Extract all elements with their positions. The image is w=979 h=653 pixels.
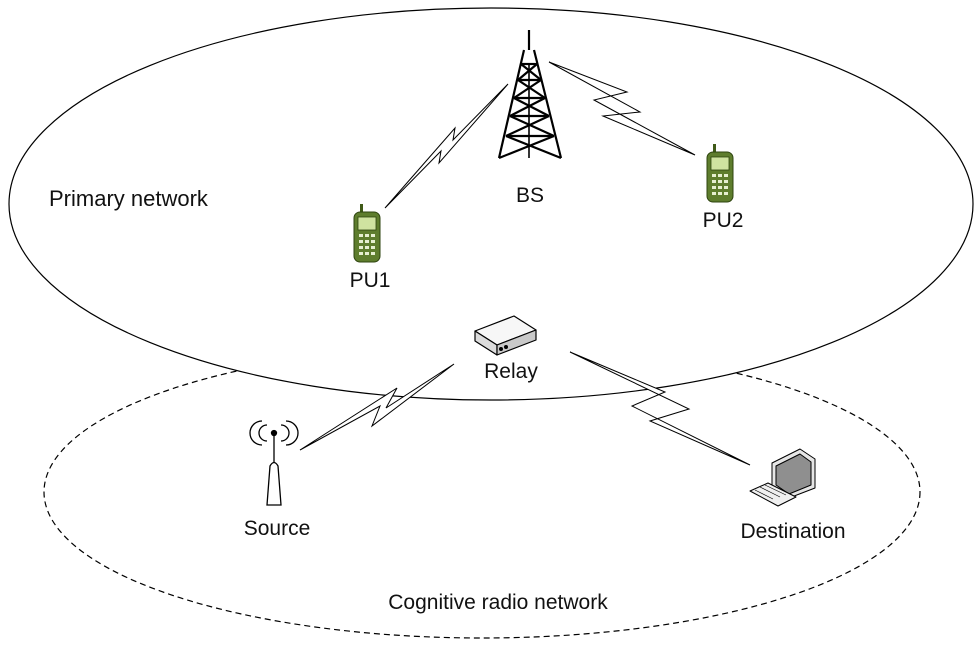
router-icon <box>474 315 537 356</box>
primary-network-label: Primary network <box>49 186 209 211</box>
phone-icon <box>353 204 381 263</box>
link-relay-destination <box>569 351 751 466</box>
bs-label: BS <box>516 184 544 207</box>
phone-icon <box>706 144 734 203</box>
link-bs-pu2 <box>548 61 696 156</box>
tower-icon <box>497 30 563 160</box>
pu1-label: PU1 <box>350 269 391 292</box>
source-label: Source <box>244 517 311 540</box>
relay-label: Relay <box>484 360 538 383</box>
link-bs-pu1 <box>384 83 509 209</box>
antenna-icon <box>249 420 299 506</box>
pu2-label: PU2 <box>703 209 744 232</box>
link-source-relay <box>299 363 455 451</box>
computer-icon <box>749 448 816 507</box>
cognitive-network-label: Cognitive radio network <box>388 591 608 614</box>
primary-network-boundary <box>8 7 974 401</box>
destination-label: Destination <box>740 520 845 543</box>
